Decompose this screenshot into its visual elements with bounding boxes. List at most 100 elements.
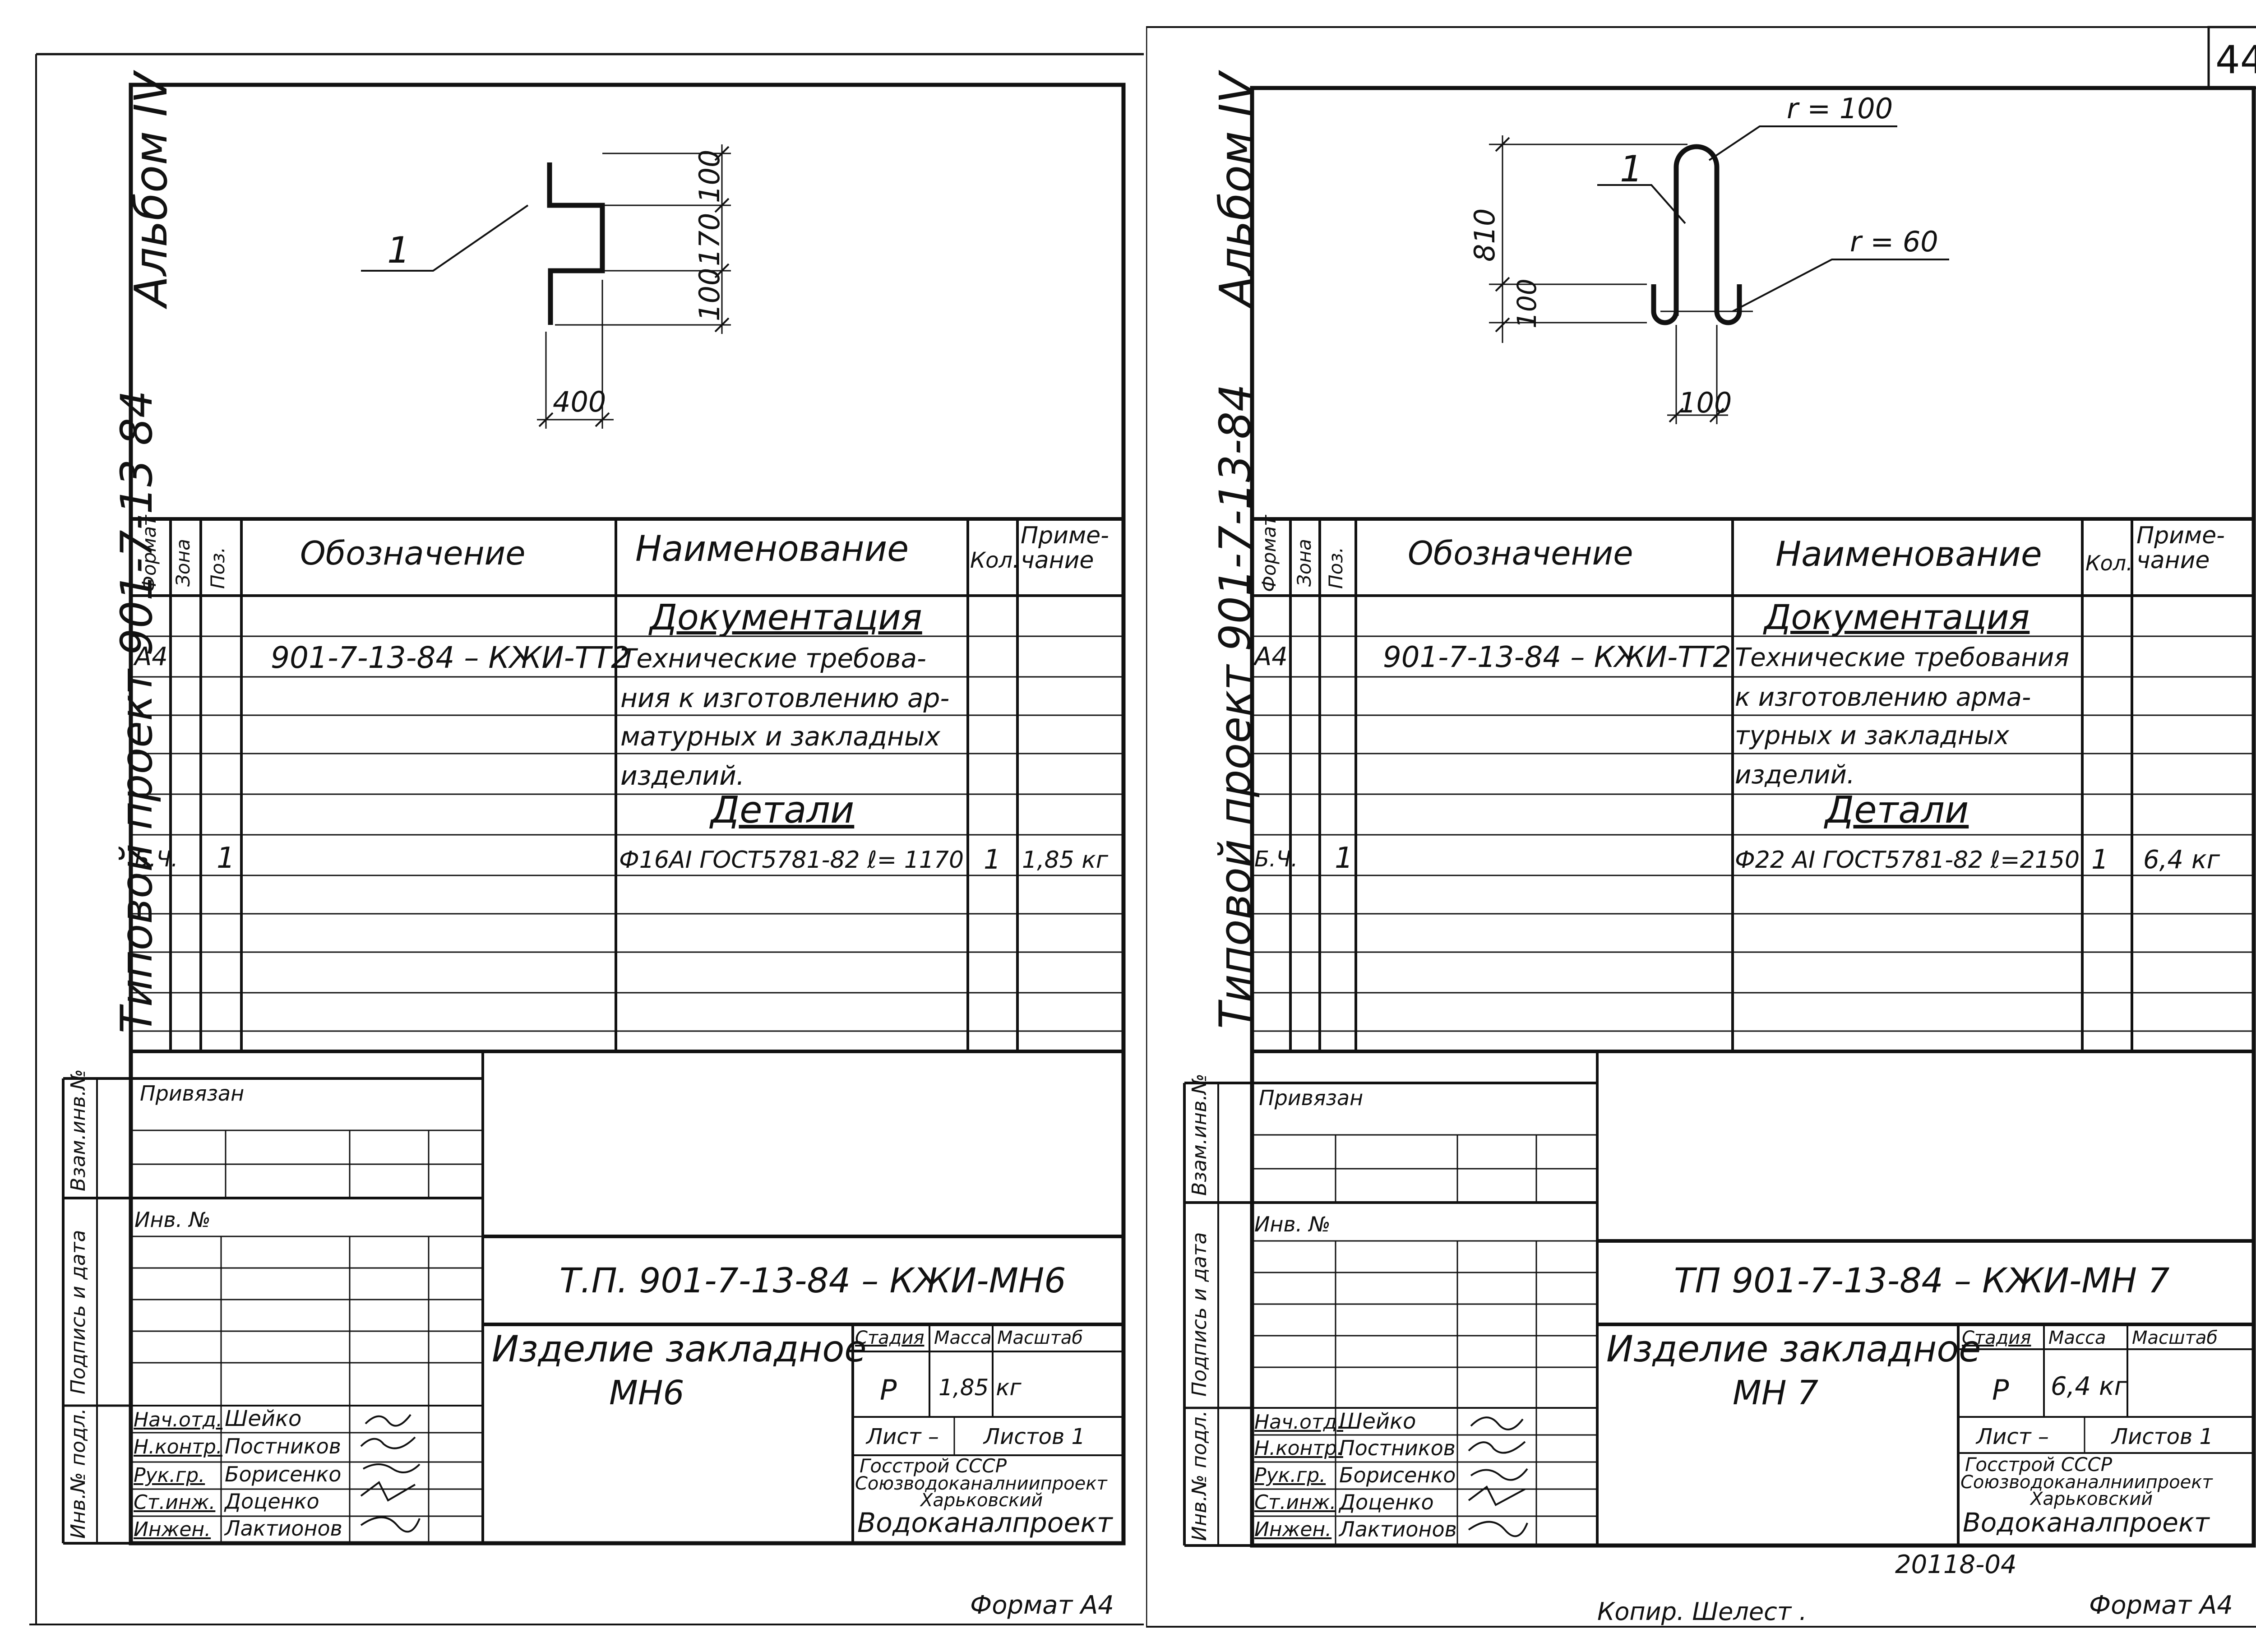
col-header-designation: Обозначение (300, 534, 526, 572)
side-label-podpis-data: Подпись и дата (1188, 1232, 1211, 1397)
col-header-name: Наименование (635, 529, 909, 569)
org-line-2: Союзводоканалниипроект (855, 1473, 1107, 1494)
doc-name-line-4: изделий. (620, 760, 745, 791)
mass-header: Масса (934, 1328, 992, 1348)
role-3: Рук.гр. (1254, 1464, 1326, 1487)
item-name: Изделие закладное (492, 1328, 867, 1370)
dim-400: 400 (553, 385, 606, 418)
mass-value: 1,85 кг (938, 1374, 1022, 1401)
dim-100-bottom: 100 (1678, 386, 1732, 419)
org-line-2: Союзводоканалниипроект (1960, 1472, 2213, 1493)
sheet-left-linework (29, 53, 1144, 1625)
doc-designation: 901-7-13-84 – КЖИ-ТТ2 (1383, 641, 1731, 674)
side-label-inv-podl: Инв.№ подл. (1188, 1410, 1211, 1541)
doc-name-line-2: ния к изготовлению ар- (620, 683, 950, 713)
role-4: Ст.инж. (1254, 1491, 1336, 1514)
inv-no-label: Инв. № (134, 1208, 211, 1232)
item-mark: МН6 (609, 1374, 684, 1412)
dim-100-left: 100 (1512, 278, 1542, 329)
side-label-podpis-data: Подпись и дата (67, 1230, 90, 1394)
sheet-right: 44 Альбом IV Типовой проект 901-7-13-84 … (1146, 0, 2256, 1652)
dim-100-bottom: 100 (693, 268, 726, 321)
section-parts: Детали (711, 789, 855, 832)
doc-name-line-1: Технические требования (1735, 643, 2070, 672)
col-header-qty: Кол. (970, 548, 1020, 573)
album-label: Альбом IV (1210, 72, 1262, 307)
part-format: Б.Ч. (1254, 847, 1298, 872)
col-header-name: Наименование (1775, 534, 2042, 574)
name-1: Шейко (1339, 1409, 1416, 1434)
signatures-right (1468, 1416, 1528, 1537)
inv-no-label: Инв. № (1254, 1212, 1331, 1236)
part-pos: 1 (217, 842, 235, 875)
role-3: Рук.гр. (134, 1464, 205, 1487)
part-format: Б.Ч. (134, 847, 178, 872)
part-mass-note: 6,4 кг (2143, 845, 2220, 875)
org-line-4: Водоканалпроект (857, 1507, 1113, 1539)
callout-pos-1: 1 (387, 229, 410, 271)
radius-bottom-label: r = 60 (1850, 225, 1938, 258)
col-header-format: Формат (1258, 515, 1280, 592)
doc-name-line-1: Технические требова- (620, 643, 926, 674)
dim-100-top: 100 (693, 149, 726, 203)
role-2: Н.контр. (1254, 1437, 1343, 1460)
part-name: Ф16АI ГОСТ5781-82 ℓ= 1170 (619, 847, 964, 874)
stage-header: Стадия (855, 1328, 925, 1348)
org-line-4: Водоканалпроект (1963, 1507, 2210, 1538)
role-5: Инжен. (134, 1518, 211, 1541)
role-1: Нач.отд. (134, 1408, 222, 1431)
role-4: Ст.инж. (134, 1491, 216, 1514)
mass-value: 6,4 кг (2051, 1372, 2128, 1401)
name-2: Постников (225, 1434, 341, 1458)
col-header-note: Приме- чание (1021, 522, 1109, 574)
album-label: Альбом IV (125, 72, 177, 307)
doc-name-line-4: изделий. (1735, 760, 1855, 790)
sheet-label: Лист – (866, 1424, 939, 1449)
role-5: Инжен. (1254, 1518, 1332, 1541)
doc-name-line-3: матурных и закладных (620, 721, 940, 752)
col-header-note: Приме- чание (2136, 522, 2225, 574)
callout-pos-1: 1 (1620, 148, 1643, 190)
part-pos: 1 (1335, 842, 1353, 875)
sheet-right-linework (1146, 26, 2256, 1628)
mass-header: Масса (2048, 1328, 2106, 1348)
name-4: Доценко (225, 1489, 319, 1513)
name-3: Борисенко (225, 1462, 342, 1486)
stage-value: Р (880, 1374, 897, 1407)
format-label: Формат А4 (970, 1591, 1114, 1620)
sheet-left: Альбом IV Типовой проект 901-7-13 84 1 1… (29, 53, 1144, 1625)
col-header-pos: Поз. (1325, 547, 1347, 589)
copy-note: Копир. Шелест . (1597, 1597, 1807, 1626)
signatures-left (360, 1414, 421, 1533)
part-name: Ф22 АI ГОСТ5781-82 ℓ=2150 (1735, 847, 2080, 874)
stage-header: Стадия (1962, 1328, 2031, 1348)
dim-170: 170 (693, 213, 726, 266)
section-parts: Детали (1825, 789, 1969, 832)
embedded-item-mn7-sketch (1489, 125, 1949, 424)
document-code: ТП 901-7-13-84 – КЖИ-МН 7 (1674, 1260, 2170, 1300)
part-qty: 1 (984, 844, 1001, 875)
radius-top-label: r = 100 (1787, 92, 1893, 125)
doc-designation: 901-7-13-84 – КЖИ-ТТ2 (271, 640, 630, 675)
col-header-zone: Зона (172, 539, 194, 587)
col-header-qty: Кол. (2085, 551, 2133, 575)
name-4: Доценко (1339, 1490, 1434, 1514)
name-5: Лактионов (1339, 1517, 1457, 1541)
name-5: Лактионов (225, 1516, 342, 1541)
role-2: Н.контр. (134, 1435, 222, 1458)
side-label-vzam-inv: Взам.инв.№ (1188, 1074, 1211, 1196)
sheet-label: Лист – (1976, 1424, 2049, 1449)
name-3: Борисенко (1339, 1463, 1456, 1487)
col-header-format: Формат (138, 515, 160, 592)
part-qty: 1 (2091, 844, 2109, 875)
privyazan-label: Привязан (1259, 1086, 1364, 1110)
org-line-3: Харьковский (2030, 1489, 2153, 1509)
scale-header: Масштаб (2132, 1328, 2218, 1348)
doc-name-line-2: к изготовлению арма- (1735, 683, 2031, 712)
side-label-inv-podl: Инв.№ подл. (67, 1408, 90, 1539)
item-mark: МН 7 (1733, 1374, 1819, 1412)
stamp-number: 20118-04 (1895, 1550, 2017, 1579)
project-label: Типовой проект 901-7-13 84 (111, 390, 162, 1033)
name-1: Шейко (225, 1406, 302, 1431)
